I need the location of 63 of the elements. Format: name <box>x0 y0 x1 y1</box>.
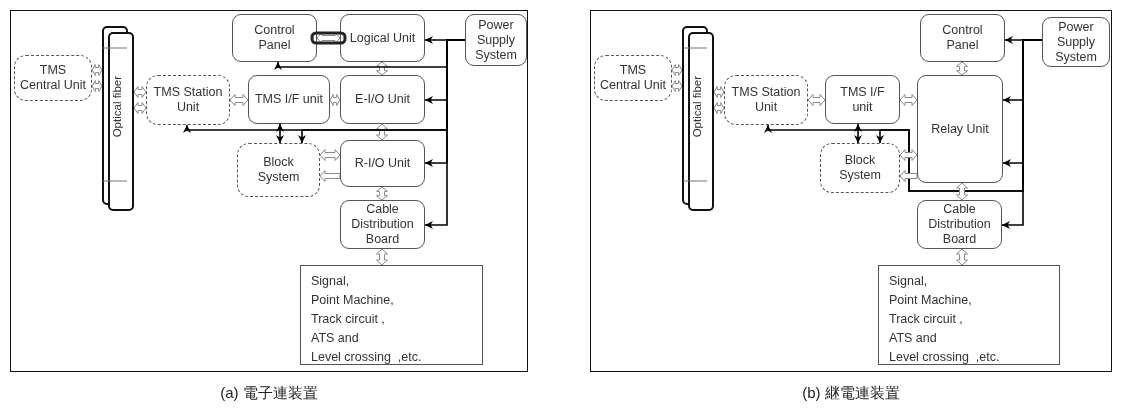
unit-box: TMS I/F unit <box>248 75 330 124</box>
list-item: Level crossing ,etc. <box>889 349 1001 366</box>
list-item: Track circuit , <box>311 311 386 328</box>
hollow-arrow <box>376 61 388 76</box>
list-item: ATS and <box>889 330 938 347</box>
list-item: Point Machine, <box>889 292 973 309</box>
arrow <box>276 123 284 144</box>
hollow-arrow <box>376 186 388 201</box>
hollow-arrow <box>671 64 683 76</box>
hollow-arrow <box>956 182 968 201</box>
unit-box: Power Supply System <box>1042 17 1110 67</box>
list-item: Track circuit , <box>889 311 964 328</box>
hollow-arrow <box>899 94 918 106</box>
unit-box: Power Supply System <box>465 14 527 66</box>
unit-box: Control Panel <box>920 14 1005 62</box>
unit-box: Control Panel <box>232 14 317 62</box>
hollow-arrow <box>713 86 725 98</box>
fiber-label: Optical fiber <box>691 76 703 138</box>
unit-box: Cable Distribution Board <box>917 200 1002 249</box>
unit-box: Relay Unit <box>917 75 1003 183</box>
arrow <box>854 123 862 144</box>
hollow-arrow <box>91 64 103 76</box>
hollow-arrow <box>713 102 725 114</box>
list-item: Signal, <box>311 273 351 290</box>
hollow-arrow <box>91 80 103 92</box>
hollow-arrow <box>319 170 341 182</box>
dashed-unit-box: TMS Station Unit <box>146 75 230 125</box>
hollow-arrow <box>319 149 341 161</box>
list-item: Point Machine, <box>311 292 395 309</box>
dashed-unit-box: Block System <box>237 143 320 197</box>
dashed-unit-box: TMS Central Unit <box>594 55 672 101</box>
hollow-arrow <box>899 170 918 182</box>
hollow-arrow <box>133 102 147 114</box>
unit-box: E-I/O Unit <box>340 75 425 124</box>
unit-box: Logical Unit <box>340 14 425 62</box>
hollow-arrow <box>316 32 341 44</box>
hollow-arrow <box>671 80 683 92</box>
optical-fiber-cable <box>682 26 714 211</box>
dashed-unit-box: Block System <box>820 143 900 193</box>
list-item: Level crossing ,etc. <box>311 349 423 366</box>
fiber-label: Optical fiber <box>111 76 123 138</box>
hollow-arrow <box>133 86 147 98</box>
dashed-unit-box: TMS Station Unit <box>724 75 808 125</box>
hollow-arrow <box>329 94 341 106</box>
unit-box: TMS I/F unit <box>825 75 900 124</box>
hollow-arrow <box>956 61 968 76</box>
hollow-arrow <box>376 248 388 266</box>
optical-fiber-cable <box>102 26 134 211</box>
list-box <box>300 265 483 365</box>
list-item: ATS and <box>311 330 360 347</box>
list-item: Signal, <box>889 273 929 290</box>
hollow-arrow <box>956 248 968 266</box>
arrow <box>298 39 466 144</box>
caption: (a) 電子連装置 <box>220 384 318 401</box>
dashed-unit-box: TMS Central Unit <box>14 55 92 101</box>
hollow-arrow <box>807 94 826 106</box>
list-box <box>878 265 1060 365</box>
hollow-arrow <box>376 123 388 141</box>
unit-box: R-I/O Unit <box>340 140 425 187</box>
hollow-arrow <box>899 149 918 161</box>
unit-box: Cable Distribution Board <box>340 200 425 249</box>
hollow-arrow <box>229 94 249 106</box>
caption: (b) 継電連装置 <box>802 384 900 401</box>
